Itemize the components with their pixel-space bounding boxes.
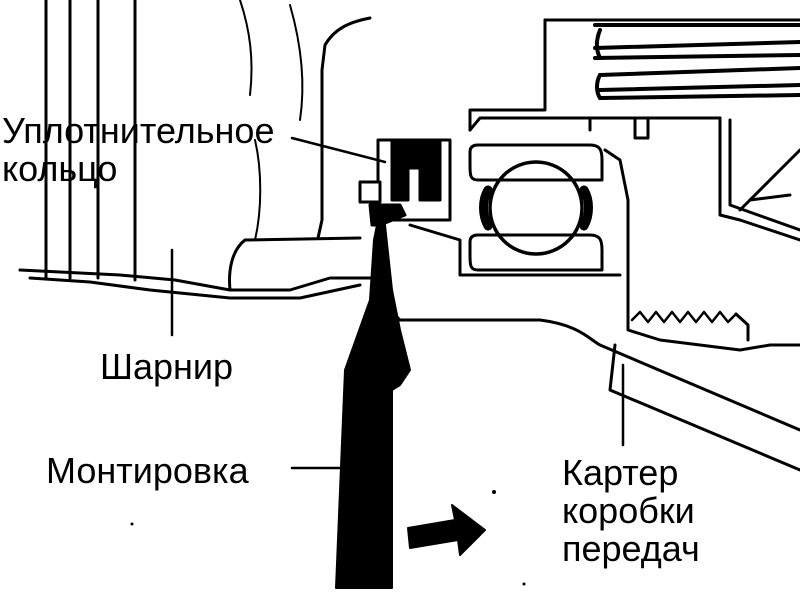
leader-lines	[170, 136, 625, 470]
hinge-body	[18, 0, 382, 300]
leader-seal	[290, 136, 387, 164]
gear-teeth	[593, 23, 800, 100]
label-seal-ring: Уплотнительное кольцо	[2, 110, 275, 189]
seal-ring	[358, 138, 452, 227]
label-hinge: Шарнир	[100, 346, 234, 387]
arrow-icon	[407, 504, 486, 556]
label-gearbox-housing: Картер коробки передач	[562, 452, 700, 569]
label-pry-bar: Монтировка	[46, 450, 249, 491]
scan-specks	[130, 490, 526, 586]
pry-bar	[335, 219, 411, 589]
ball-bearing	[468, 143, 604, 272]
